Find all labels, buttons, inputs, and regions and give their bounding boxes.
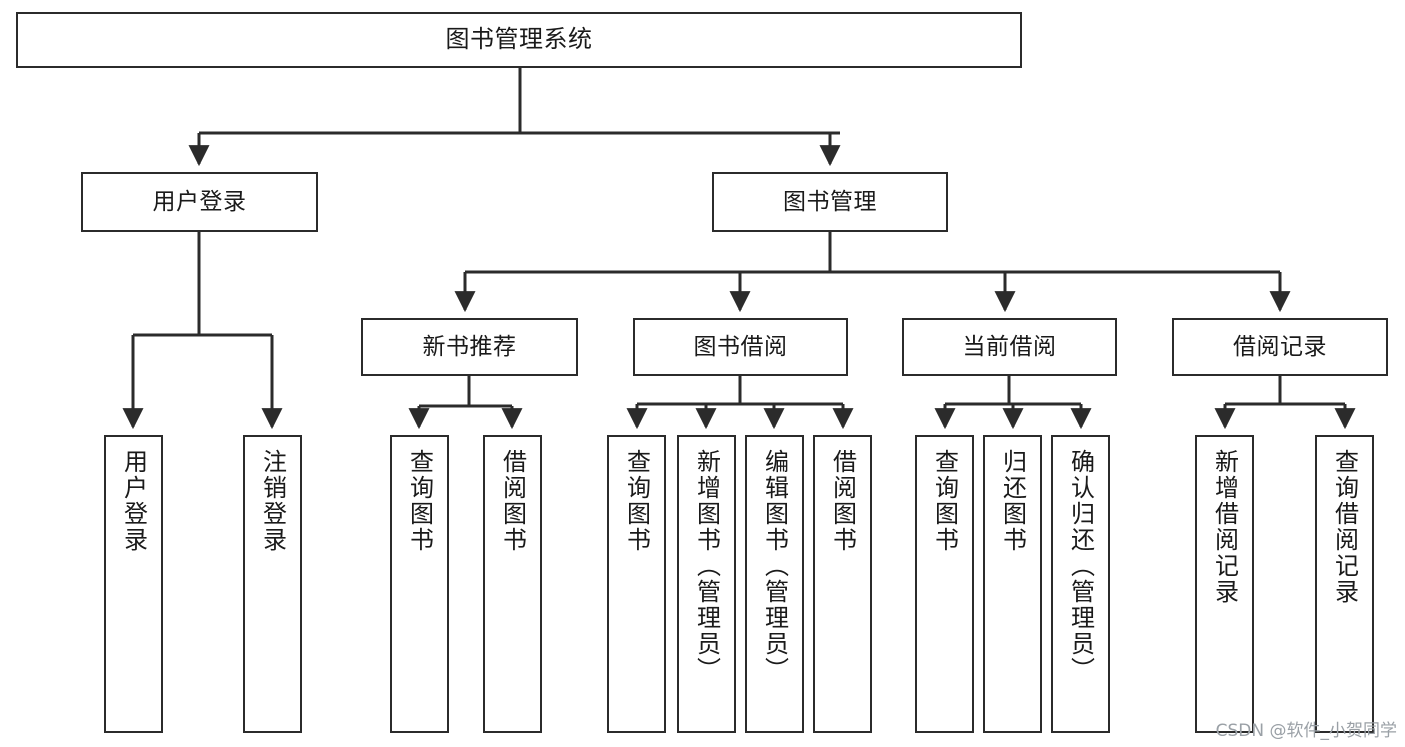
node-borrow-record-label: 借阅记录: [1233, 333, 1327, 360]
node-book-management[interactable]: 图书管理: [712, 172, 948, 232]
node-book-borrow-label: 图书借阅: [693, 333, 788, 360]
leaf-record-add-record-label: 新增借阅记录: [1210, 449, 1239, 605]
node-current-borrow-label: 当前借阅: [962, 333, 1057, 360]
leaf-new-book-borrow-label: 借阅图书: [498, 449, 527, 553]
leaf-new-book-query[interactable]: 查询图书: [390, 435, 449, 733]
node-user-login-label: 用户登录: [152, 188, 247, 215]
node-root-system[interactable]: 图书管理系统: [16, 12, 1022, 68]
leaf-record-add-record[interactable]: 新增借阅记录: [1195, 435, 1254, 733]
node-borrow-record[interactable]: 借阅记录: [1172, 318, 1388, 376]
node-book-management-label: 图书管理: [783, 188, 877, 215]
leaf-borrow-add-book[interactable]: 新增图书（管理员）: [677, 435, 736, 733]
leaf-current-query-book-label: 查询图书: [930, 449, 959, 553]
node-new-book-recommend-label: 新书推荐: [422, 333, 517, 360]
leaf-new-book-borrow[interactable]: 借阅图书: [483, 435, 542, 733]
leaf-user-login-logout[interactable]: 注销登录: [243, 435, 302, 733]
leaf-current-confirm-return-label: 确认归还（管理员）: [1066, 449, 1095, 683]
leaf-current-return-book[interactable]: 归还图书: [983, 435, 1042, 733]
leaf-new-book-query-label: 查询图书: [405, 449, 434, 553]
leaf-user-login-login[interactable]: 用户登录: [104, 435, 163, 733]
leaf-borrow-borrow-book[interactable]: 借阅图书: [813, 435, 872, 733]
leaf-record-query-record-label: 查询借阅记录: [1330, 449, 1359, 605]
node-user-login[interactable]: 用户登录: [81, 172, 318, 232]
leaf-borrow-add-book-label: 新增图书（管理员）: [692, 449, 721, 683]
leaf-borrow-edit-book-label: 编辑图书（管理员）: [760, 449, 789, 683]
leaf-user-login-logout-label: 注销登录: [258, 449, 287, 553]
node-new-book-recommend[interactable]: 新书推荐: [361, 318, 578, 376]
leaf-user-login-login-label: 用户登录: [119, 449, 148, 553]
leaf-borrow-edit-book[interactable]: 编辑图书（管理员）: [745, 435, 804, 733]
leaf-borrow-borrow-book-label: 借阅图书: [828, 449, 857, 553]
leaf-borrow-query-book[interactable]: 查询图书: [607, 435, 666, 733]
node-book-borrow[interactable]: 图书借阅: [633, 318, 848, 376]
leaf-current-return-book-label: 归还图书: [998, 449, 1027, 553]
leaf-current-confirm-return[interactable]: 确认归还（管理员）: [1051, 435, 1110, 733]
leaf-record-query-record[interactable]: 查询借阅记录: [1315, 435, 1374, 733]
leaf-borrow-query-book-label: 查询图书: [622, 449, 651, 553]
csdn-watermark: CSDN @软件_小贺同学: [1215, 721, 1397, 741]
node-current-borrow[interactable]: 当前借阅: [902, 318, 1117, 376]
node-root-system-label: 图书管理系统: [445, 25, 593, 54]
leaf-current-query-book[interactable]: 查询图书: [915, 435, 974, 733]
